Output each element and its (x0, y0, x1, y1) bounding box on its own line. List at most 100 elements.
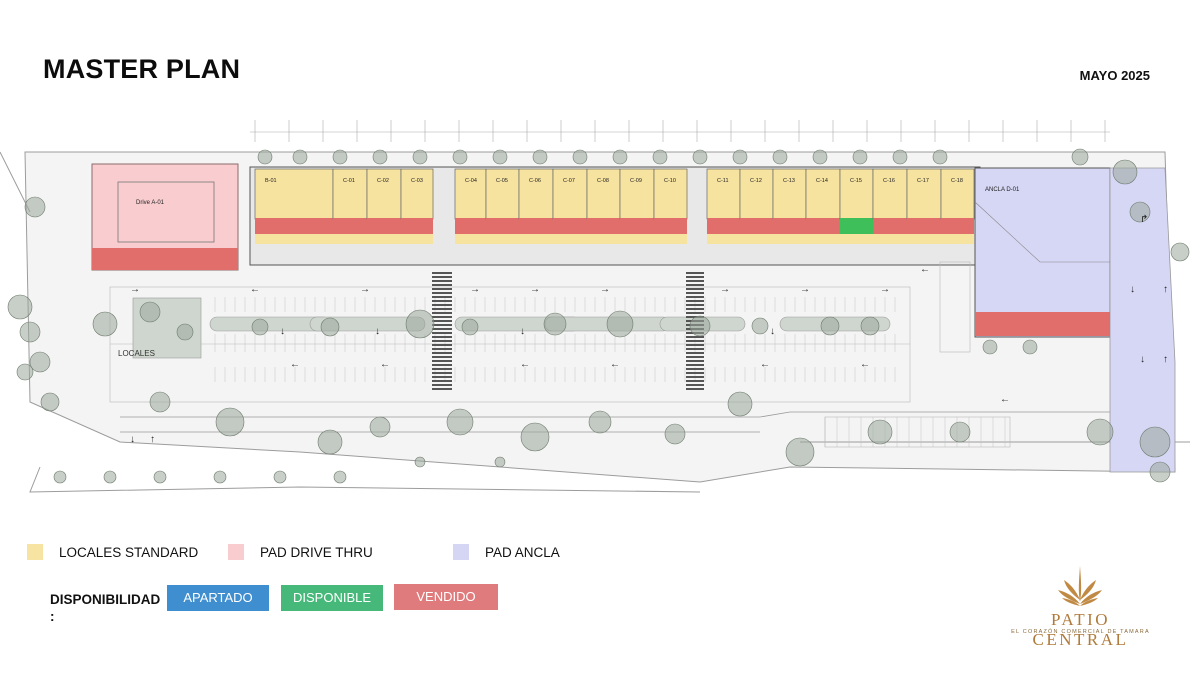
traffic-arrow-icon: ← (1000, 394, 1010, 405)
vendido-button[interactable]: VENDIDO (394, 584, 498, 610)
unit-c-13[interactable]: C-13 (772, 168, 807, 244)
unit-fill (586, 168, 621, 220)
traffic-arrow-icon: → (600, 284, 610, 295)
unit-c-11[interactable]: C-11 (706, 168, 741, 244)
unit-fill (739, 168, 774, 220)
traffic-arrow-icon: ↓ (520, 326, 525, 337)
tree (689, 315, 711, 337)
unit-status-band (806, 218, 840, 234)
unit-c-10[interactable]: C-10 (653, 168, 688, 244)
tree (727, 391, 753, 417)
unit-label: C-09 (630, 178, 642, 184)
unit-c-17[interactable]: C-17 (906, 168, 942, 244)
traffic-arrow-icon: ↓ (1130, 284, 1135, 295)
apartado-button[interactable]: APARTADO (167, 585, 269, 611)
unit-status-band (455, 218, 486, 234)
unit-status-band (840, 218, 873, 234)
traffic-arrow-icon: ↑ (1163, 354, 1168, 365)
traffic-arrow-icon: ↱ (1140, 214, 1148, 225)
unit-fill (940, 168, 975, 220)
tree (520, 422, 550, 452)
traffic-arrow-icon: ← (860, 359, 870, 370)
unit-front (486, 234, 519, 244)
legend-anchor-label: PAD ANCLA (485, 544, 560, 560)
unit-c-15[interactable]: C-15 (839, 168, 874, 244)
tree (532, 149, 548, 165)
unit-b-01[interactable]: B-01 (254, 168, 334, 244)
unit-c-06[interactable]: C-06 (518, 168, 554, 244)
tree (785, 437, 815, 467)
unit-c-01[interactable]: C-01 (332, 168, 368, 244)
locales-label: LOCALES (118, 349, 155, 358)
traffic-arrow-icon: ↓ (770, 326, 775, 337)
unit-c-07[interactable]: C-07 (552, 168, 588, 244)
unit-front (840, 234, 873, 244)
tree (652, 149, 668, 165)
tree (572, 149, 588, 165)
unit-fill (619, 168, 655, 220)
unit-c-14[interactable]: C-14 (805, 168, 841, 244)
tree (867, 419, 893, 445)
tree (1129, 201, 1151, 223)
unit-status-band (873, 218, 907, 234)
unit-status-band (907, 218, 941, 234)
drive-thru-pad: Drive A-01 (91, 163, 239, 271)
tree (1022, 339, 1038, 355)
unit-label: C-07 (563, 178, 575, 184)
tree (932, 149, 948, 165)
unit-c-05[interactable]: C-05 (485, 168, 520, 244)
unit-c-18[interactable]: C-18 (940, 168, 975, 244)
legend-standard-swatch (27, 544, 43, 560)
unit-front (707, 234, 740, 244)
unit-c-04[interactable]: C-04 (454, 168, 487, 244)
unit-label: C-17 (917, 178, 929, 184)
unit-status-band (486, 218, 519, 234)
disponible-button[interactable]: DISPONIBLE (281, 585, 383, 611)
traffic-arrow-icon: → (800, 284, 810, 295)
parking-areas (109, 286, 911, 403)
unit-status-band (519, 218, 553, 234)
unit-fill (518, 168, 554, 220)
traffic-arrow-icon: ← (920, 264, 930, 275)
tree (176, 323, 194, 341)
tree (949, 421, 971, 443)
traffic-arrow-icon: → (360, 284, 370, 295)
unit-label: C-14 (816, 178, 828, 184)
unit-c-02[interactable]: C-02 (366, 168, 402, 244)
unit-c-16[interactable]: C-16 (872, 168, 908, 244)
tree (53, 470, 67, 484)
unit-c-03[interactable]: C-03 (400, 168, 434, 244)
unit-label: C-03 (411, 178, 423, 184)
tree (1086, 418, 1114, 446)
unit-front (367, 234, 401, 244)
unit-fill (366, 168, 402, 220)
unit-label: C-15 (850, 178, 862, 184)
right-parking (824, 261, 1011, 448)
unit-c-12[interactable]: C-12 (739, 168, 774, 244)
unit-fill (772, 168, 807, 220)
tree (772, 149, 788, 165)
traffic-arrow-icon: → (530, 284, 540, 295)
unit-label: C-05 (496, 178, 508, 184)
traffic-arrow-icon: ← (610, 359, 620, 370)
logo-tagline: EL CORAZÓN COMERCIAL DE TAMARA (1011, 629, 1150, 635)
availability-label: DISPONIBILIDAD : (50, 592, 161, 624)
unit-fill (906, 168, 942, 220)
unit-c-09[interactable]: C-09 (619, 168, 655, 244)
unit-status-band (587, 218, 620, 234)
unit-front (941, 234, 974, 244)
anchor-label: ANCLA D-01 (985, 187, 1020, 193)
unit-front (740, 234, 773, 244)
unit-label: C-02 (377, 178, 389, 184)
tree (317, 429, 343, 455)
unit-c-08[interactable]: C-08 (586, 168, 621, 244)
tree (1112, 159, 1138, 185)
legend-drive: PAD DRIVE THRU (228, 543, 373, 561)
tree (103, 470, 117, 484)
tree (372, 149, 388, 165)
tree (369, 416, 391, 438)
drive-label: Drive A-01 (136, 200, 165, 206)
unit-fill (805, 168, 841, 220)
traffic-arrows: →←→→→→→→→↓↓↓↓←←←←←←↓↑↓↑↓↑↱←← (130, 214, 1168, 445)
tree (1149, 461, 1171, 483)
